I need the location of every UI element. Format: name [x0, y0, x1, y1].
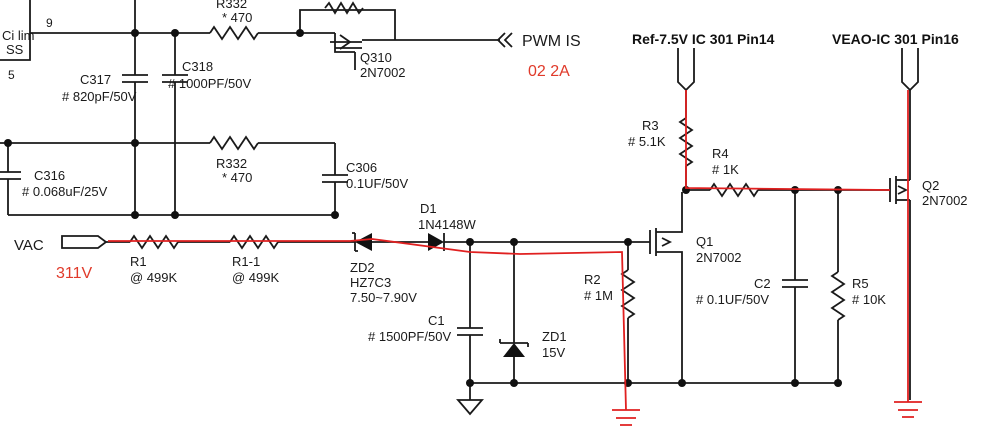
r3-name: R3 — [642, 118, 659, 133]
r332-top-name: R332 — [216, 0, 247, 11]
c2-name: C2 — [754, 276, 771, 291]
zd1-name: ZD1 — [542, 329, 567, 344]
r332-top-value: * 470 — [222, 10, 252, 25]
r1-1-value: @ 499K — [232, 270, 279, 285]
transistor-q1 — [628, 192, 683, 383]
capacitor-c306 — [322, 174, 348, 183]
ic-box: Ci lim SS — [0, 0, 35, 61]
capacitor-c1 — [457, 327, 483, 336]
r332-mid-name: R332 — [216, 156, 247, 171]
r4-name: R4 — [712, 146, 729, 161]
transistor-q2 — [889, 176, 910, 204]
zd1-value: 15V — [542, 345, 565, 360]
veao-connector — [901, 48, 919, 92]
c306-value: 0.1UF/50V — [346, 176, 408, 191]
r332-mid-value: * 470 — [222, 170, 252, 185]
c1-value: # 1500PF/50V — [368, 329, 451, 344]
capacitor-c316 — [0, 171, 21, 180]
r5-value: # 10K — [852, 292, 886, 307]
pwm-annotation: 02 2A — [528, 63, 570, 80]
c317-value: # 820pF/50V — [62, 89, 137, 104]
c318-name: C318 — [182, 59, 213, 74]
zd2-extra: 7.50~7.90V — [350, 290, 417, 305]
ref-net-label: Ref-7.5V IC 301 Pin14 — [632, 31, 775, 47]
zener-zd2 — [352, 232, 372, 252]
c317-name: C317 — [80, 72, 111, 87]
vac-connector — [61, 235, 108, 249]
r2-name: R2 — [584, 272, 601, 287]
resistor-r1-1 — [229, 234, 279, 250]
r1-name: R1 — [130, 254, 147, 269]
q1-value: 2N7002 — [696, 250, 742, 265]
c306-name: C306 — [346, 160, 377, 175]
pin-number-5: 5 — [8, 68, 15, 82]
transistor-q310 — [299, 1, 396, 70]
q310-name: Q310 — [360, 50, 392, 65]
c316-value: # 0.068uF/25V — [22, 184, 108, 199]
vac-net-label: VAC — [14, 237, 44, 254]
q1-name: Q1 — [696, 234, 713, 249]
pwm-arrow-icon — [496, 32, 513, 48]
q2-name: Q2 — [922, 178, 939, 193]
zd2-value: HZ7C3 — [350, 275, 391, 290]
vac-annotation: 311V — [56, 265, 93, 282]
ground-icon — [456, 399, 484, 416]
veao-net-label: VEAO-IC 301 Pin16 — [832, 31, 959, 47]
capacitor-c2 — [782, 279, 808, 288]
zd2-name: ZD2 — [350, 260, 375, 275]
q2-value: 2N7002 — [922, 193, 968, 208]
r4-value: # 1K — [712, 162, 739, 177]
c316-name: C316 — [34, 168, 65, 183]
zener-zd1 — [499, 339, 529, 357]
c1-name: C1 — [428, 313, 445, 328]
ic-pin-label-1: Ci lim — [2, 28, 35, 43]
pwm-net-label: PWM IS — [522, 33, 581, 50]
red-annotation-overlay — [108, 90, 922, 426]
r1-1-name: R1-1 — [232, 254, 260, 269]
ref-connector — [677, 48, 695, 92]
c2-value: # 0.1UF/50V — [696, 292, 769, 307]
capacitor-c317 — [122, 74, 148, 83]
r5-name: R5 — [852, 276, 869, 291]
d1-name: D1 — [420, 201, 437, 216]
resistor-r332-top — [209, 25, 259, 41]
q310-value: 2N7002 — [360, 65, 406, 80]
c318-value: # 1000PF/50V — [168, 76, 251, 91]
resistor-r332-mid — [209, 135, 259, 151]
resistor-r1 — [129, 234, 179, 250]
ic-pin-label-2: SS — [6, 42, 24, 57]
d1-value: 1N4148W — [418, 217, 477, 232]
r1-value: @ 499K — [130, 270, 177, 285]
r2-value: # 1M — [584, 288, 613, 303]
resistor-r2 — [620, 269, 636, 319]
resistor-r4 — [709, 182, 759, 198]
resistor-r5 — [830, 271, 846, 321]
pin-number-9: 9 — [46, 16, 53, 30]
r3-value: # 5.1K — [628, 134, 666, 149]
